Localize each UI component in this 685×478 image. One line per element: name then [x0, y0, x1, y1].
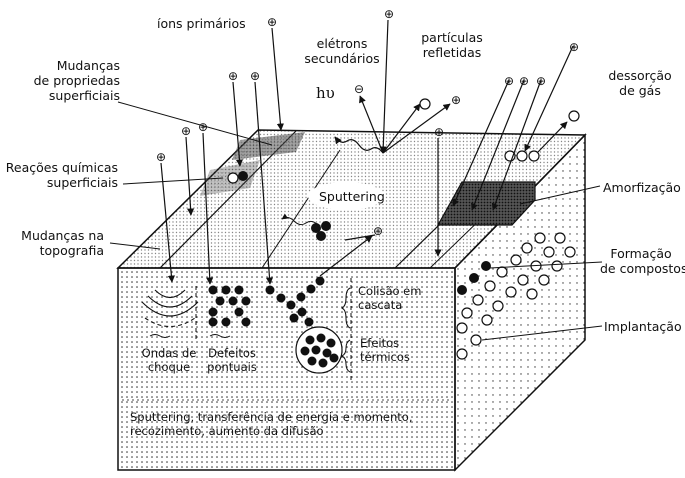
label-primary-ions: íons primários — [157, 16, 246, 31]
positive-ion-icon: ⊕ — [198, 120, 208, 134]
label-gas-desorption: dessorção de gás — [600, 68, 680, 98]
positive-ion-icon: ⊕ — [228, 69, 238, 83]
label-topography-changes: Mudanças na topografia — [0, 228, 104, 258]
positive-ion-icon: ⊕ — [434, 125, 444, 139]
positive-ion-icon: ⊕ — [519, 74, 529, 88]
positive-ion-icon: ⊕ — [181, 124, 191, 138]
label-compound-formation: Formação de compostos — [600, 246, 682, 276]
positive-ion-icon: ⊕ — [569, 40, 579, 54]
label-bottom-effects: Sputtering, transferência de energia e m… — [130, 410, 412, 438]
label-secondary-electrons: elétrons secundários — [300, 36, 384, 66]
label-photon: hυ — [316, 84, 335, 102]
label-amorphization: Amorfização — [603, 180, 681, 195]
label-reflected-particles: partículas refletidas — [410, 30, 494, 60]
reaction-atom-white — [228, 173, 238, 183]
positive-ion-icon: ⊕ — [451, 93, 461, 107]
label-point-defects: Defeitos pontuais — [203, 346, 261, 374]
positive-ion-icon: ⊕ — [267, 15, 277, 29]
label-property-changes: Mudanças de propriedas superficiais — [20, 58, 120, 103]
electron-icon: ⊖ — [354, 82, 364, 96]
positive-ion-icon: ⊕ — [504, 74, 514, 88]
positive-ion-icon: ⊕ — [384, 7, 394, 21]
label-thermal-effects: Efeitos térmicos — [360, 336, 410, 364]
label-implantation: Implantação — [604, 319, 682, 334]
positive-ion-icon: ⊕ — [156, 150, 166, 164]
label-shock-waves: Ondas de choque — [138, 346, 200, 374]
reaction-atom-black — [238, 171, 248, 181]
label-sputtering: Sputtering — [319, 189, 385, 204]
label-collision-cascade: Colisão em cascata — [358, 284, 421, 312]
label-surface-reactions: Reações químicas superficiais — [0, 160, 118, 190]
positive-ion-icon: ⊕ — [373, 224, 383, 238]
positive-ion-icon: ⊕ — [250, 69, 260, 83]
positive-ion-icon: ⊕ — [536, 74, 546, 88]
